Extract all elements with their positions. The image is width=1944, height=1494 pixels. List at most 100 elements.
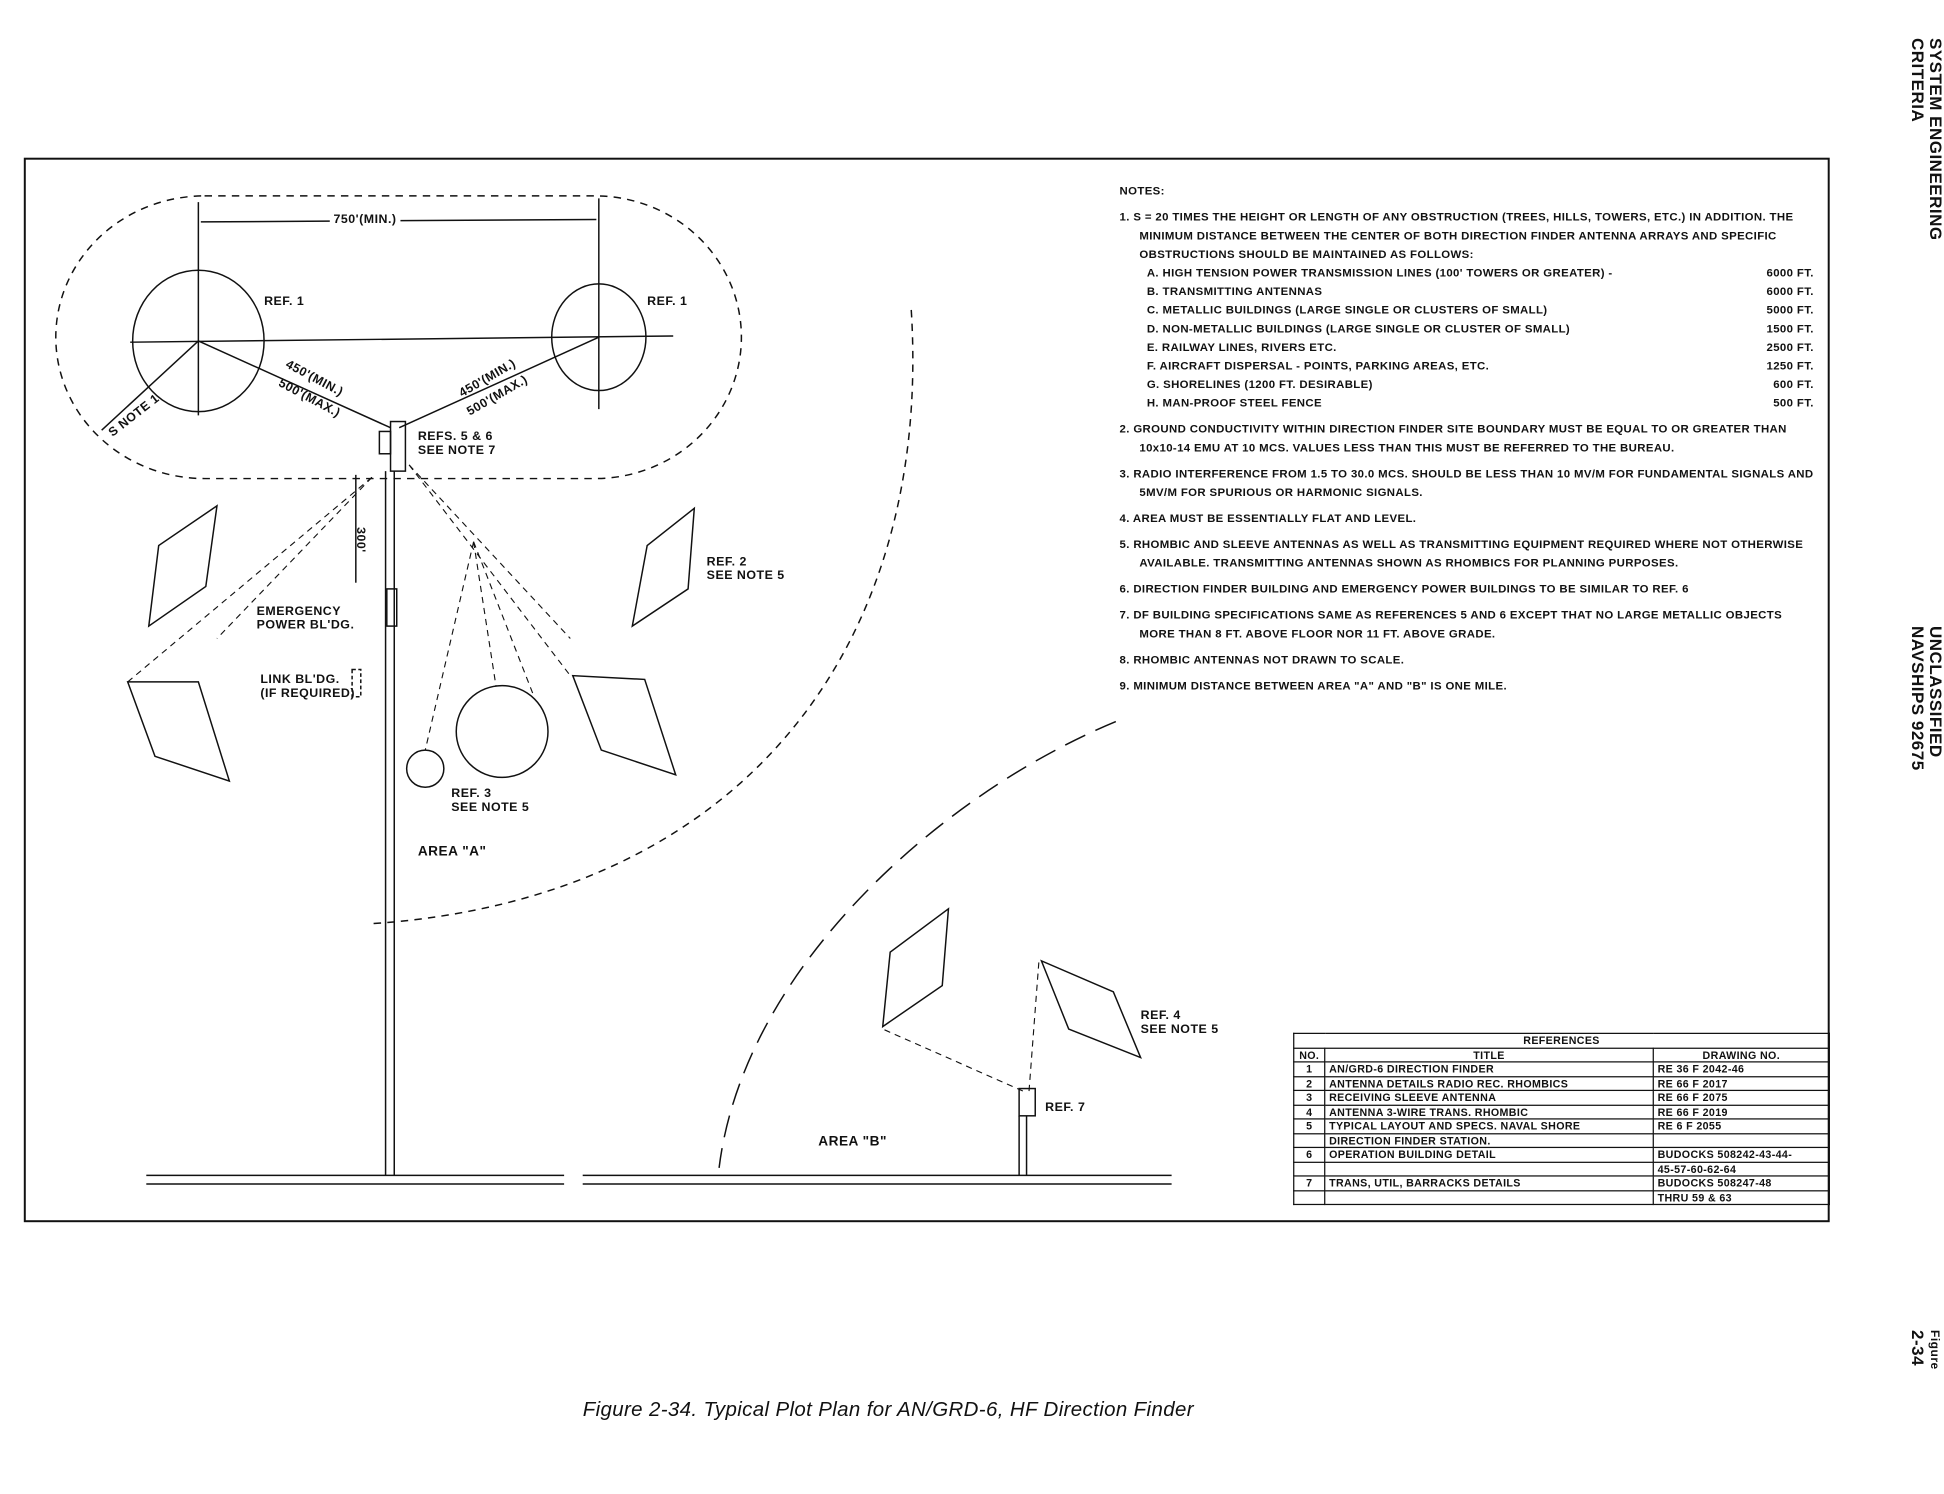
ref-title — [1324, 1161, 1654, 1177]
refs56-line2: SEE NOTE 7 — [417, 443, 496, 458]
ref-no: 3 — [1293, 1089, 1326, 1106]
ref-no: 4 — [1293, 1104, 1326, 1120]
margin-top-line1: SYSTEM ENGINEERING — [1926, 38, 1944, 241]
item-distance: 1250 FT. — [1766, 359, 1814, 372]
ref4-line1: REF. 4 — [1140, 1009, 1181, 1023]
ref-drawing-no: BUDOCKS 508242-43-44- — [1652, 1146, 1830, 1163]
ref7-label: REF. 7 — [1045, 1100, 1086, 1115]
ref-no: 6 — [1293, 1146, 1326, 1163]
ref1-right-label: REF. 1 — [647, 295, 688, 309]
link-bldg-label: LINK BL'DG.(IF REQUIRED) — [260, 673, 355, 700]
dim-750-label: 750'(MIN.) — [329, 213, 401, 227]
area-b-boundary — [718, 720, 1117, 1168]
item-distance: 6000 FT. — [1766, 285, 1814, 298]
area-a-label: AREA "A" — [417, 844, 487, 860]
area-a-boundary — [55, 195, 914, 925]
ref-title: RECEIVING SLEEVE ANTENNA — [1324, 1089, 1654, 1106]
ref-no — [1293, 1132, 1326, 1149]
note-1-item: D. NON-METALLIC BUILDINGS (LARGE SINGLE … — [1120, 320, 1814, 339]
ref-drawing-no: RE 6 F 2055 — [1652, 1118, 1830, 1134]
references-title: REFERENCES — [1293, 1032, 1830, 1049]
ref1-left-label: REF. 1 — [264, 295, 305, 309]
item-label: F. AIRCRAFT DISPERSAL - POINTS, PARKING … — [1146, 359, 1490, 372]
item-label: D. NON-METALLIC BUILDINGS (LARGE SINGLE … — [1146, 322, 1571, 335]
roads — [146, 471, 1172, 1185]
note-1-item: C. METALLIC BUILDINGS (LARGE SINGLE OR C… — [1120, 301, 1814, 320]
item-label: C. METALLIC BUILDINGS (LARGE SINGLE OR C… — [1146, 303, 1548, 317]
ref-drawing-no: RE 36 F 2042-46 — [1652, 1061, 1830, 1077]
ref3-line2: SEE NOTE 5 — [451, 800, 530, 815]
ref-drawing-no — [1652, 1132, 1830, 1149]
item-distance: 500 FT. — [1773, 396, 1814, 410]
ref4-line2: SEE NOTE 5 — [1140, 1022, 1219, 1037]
ref-no — [1293, 1161, 1326, 1177]
dim-300-label: 300' — [353, 527, 367, 553]
header-drawing-no: DRAWING NO. — [1652, 1047, 1830, 1063]
ref-no: 2 — [1293, 1075, 1326, 1091]
ref-drawing-no: RE 66 F 2017 — [1652, 1075, 1830, 1091]
note-3: 3. RADIO INTERFERENCE FROM 1.5 TO 30.0 M… — [1119, 467, 1814, 499]
note-1-items: A. HIGH TENSION POWER TRANSMISSION LINES… — [1120, 264, 1814, 413]
margin-top-line2: CRITERIA — [1908, 38, 1927, 123]
ref-no: 1 — [1293, 1061, 1326, 1077]
ref-title: AN/GRD-6 DIRECTION FINDER — [1324, 1061, 1654, 1077]
note-1-item: B. TRANSMITTING ANTENNAS 6000 FT. — [1120, 283, 1814, 302]
note-1-item: F. AIRCRAFT DISPERSAL - POINTS, PARKING … — [1120, 357, 1814, 376]
ref-title: ANTENNA 3-WIRE TRANS. RHOMBIC — [1324, 1104, 1654, 1120]
bearing-lines — [127, 464, 1040, 1092]
note-1-item: A. HIGH TENSION POWER TRANSMISSION LINES… — [1120, 264, 1814, 283]
table-row: THRU 59 & 63 — [1293, 1189, 1830, 1206]
ref-title: TRANS, UTIL, BARRACKS DETAILS — [1324, 1175, 1654, 1191]
dimension-lines — [101, 198, 674, 583]
note-6: 6. DIRECTION FINDER BUILDING AND EMERGEN… — [1119, 582, 1689, 596]
ref2-line2: SEE NOTE 5 — [706, 569, 785, 583]
ref-drawing-no: THRU 59 & 63 — [1652, 1189, 1830, 1206]
item-label: E. RAILWAY LINES, RIVERS ETC. — [1146, 340, 1337, 354]
table-row: 45-57-60-62-64 — [1293, 1161, 1830, 1177]
drawing-frame — [23, 157, 1830, 1223]
margin-middle-line2: NAVSHIPS 92675 — [1908, 626, 1927, 771]
emergency-line2: POWER BL'DG. — [256, 618, 355, 633]
df-building — [378, 420, 407, 472]
refs56-line1: REFS. 5 & 6 — [417, 430, 493, 444]
margin-bottom-line2: 2-34 — [1908, 1330, 1927, 1367]
item-label: B. TRANSMITTING ANTENNAS — [1146, 285, 1323, 298]
header-no: NO. — [1293, 1047, 1326, 1063]
emergency-line1: EMERGENCY — [256, 605, 342, 619]
margin-middle-line1: UNCLASSIFIED — [1926, 626, 1944, 758]
item-label: H. MAN-PROOF STEEL FENCE — [1146, 396, 1322, 410]
margin-bottom-line1: Figure — [1928, 1330, 1942, 1370]
notes-block: NOTES: 1. S = 20 TIMES THE HEIGHT OR LEN… — [1120, 182, 1814, 695]
rhombic-antennas — [126, 504, 1142, 1059]
note-5: 5. RHOMBIC AND SLEEVE ANTENNAS AS WELL A… — [1119, 538, 1804, 570]
ref-drawing-no: BUDOCKS 508247-48 — [1652, 1175, 1830, 1191]
item-distance: 600 FT. — [1773, 378, 1814, 391]
ref-title — [1324, 1189, 1654, 1206]
ref3-line1: REF. 3 — [451, 787, 492, 801]
note-8: 8. RHOMBIC ANTENNAS NOT DRAWN TO SCALE. — [1119, 653, 1405, 666]
ref-drawing-no: RE 66 F 2019 — [1652, 1104, 1830, 1120]
link-line1: LINK BL'DG. — [260, 673, 340, 687]
ref-title: TYPICAL LAYOUT AND SPECS. NAVAL SHORE — [1324, 1118, 1654, 1134]
area-b-label: AREA "B" — [818, 1134, 887, 1150]
ref-drawing-no: RE 66 F 2075 — [1652, 1089, 1830, 1106]
item-distance: 6000 FT. — [1766, 266, 1814, 279]
note-1-item: E. RAILWAY LINES, RIVERS ETC.2500 FT. — [1120, 338, 1814, 357]
ref-no: 7 — [1293, 1175, 1326, 1191]
notes-title: NOTES: — [1119, 184, 1165, 198]
